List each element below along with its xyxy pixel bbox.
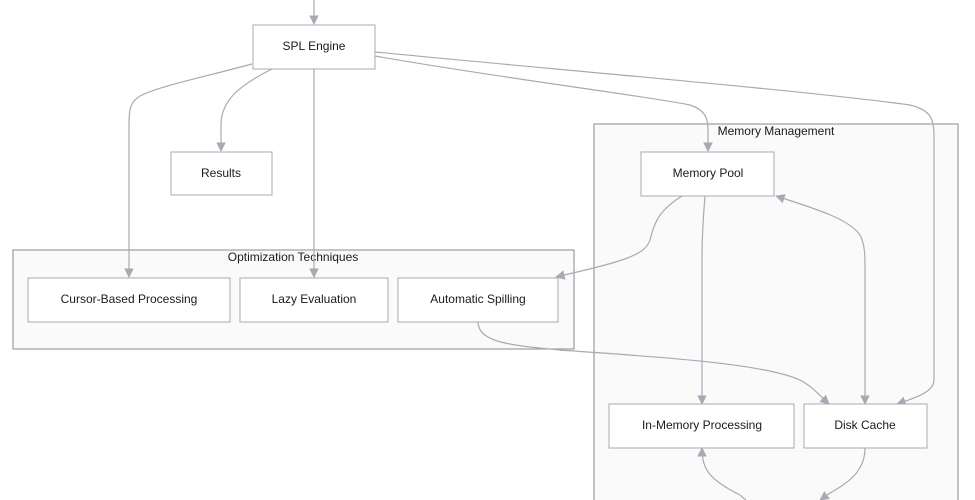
cluster-label-optimization: Optimization Techniques <box>228 250 359 264</box>
node-label: Cursor-Based Processing <box>61 292 198 306</box>
node-results[interactable]: Results <box>170 151 273 196</box>
edge-spilling-to-disk-cache <box>477 320 830 405</box>
node-label: In-Memory Processing <box>642 418 762 432</box>
node-memory-pool[interactable]: Memory Pool <box>640 151 775 197</box>
node-disk-cache[interactable]: Disk Cache <box>803 403 928 449</box>
node-spl-engine[interactable]: SPL Engine <box>252 24 376 70</box>
node-automatic-spilling[interactable]: Automatic Spilling <box>397 277 559 323</box>
node-label: Disk Cache <box>834 418 896 432</box>
node-label: SPL Engine <box>283 39 346 53</box>
edge-in-memory-to-below <box>697 447 747 500</box>
node-cursor-based-processing[interactable]: Cursor-Based Processing <box>27 277 231 323</box>
node-label: Automatic Spilling <box>430 292 525 306</box>
edge-disk-cache-to-below <box>819 447 866 500</box>
node-lazy-evaluation[interactable]: Lazy Evaluation <box>239 277 389 323</box>
node-label: Memory Pool <box>673 166 744 180</box>
edge-spl-to-memory-pool <box>374 55 713 152</box>
edges <box>124 0 935 500</box>
edge-memory-pool-disk-cache <box>775 194 870 405</box>
edge-memory-pool-to-in-memory <box>697 195 707 405</box>
edge-spl-to-disk-cache <box>374 51 935 406</box>
node-label: Lazy Evaluation <box>272 292 357 306</box>
node-label: Results <box>201 166 241 180</box>
cluster-label-memory: Memory Management <box>718 124 835 138</box>
edge-spl-to-cursor <box>124 63 253 278</box>
edge-memory-pool-to-spilling <box>555 195 683 280</box>
node-in-memory-processing[interactable]: In-Memory Processing <box>608 403 795 449</box>
edge-spl-to-results <box>216 68 273 152</box>
